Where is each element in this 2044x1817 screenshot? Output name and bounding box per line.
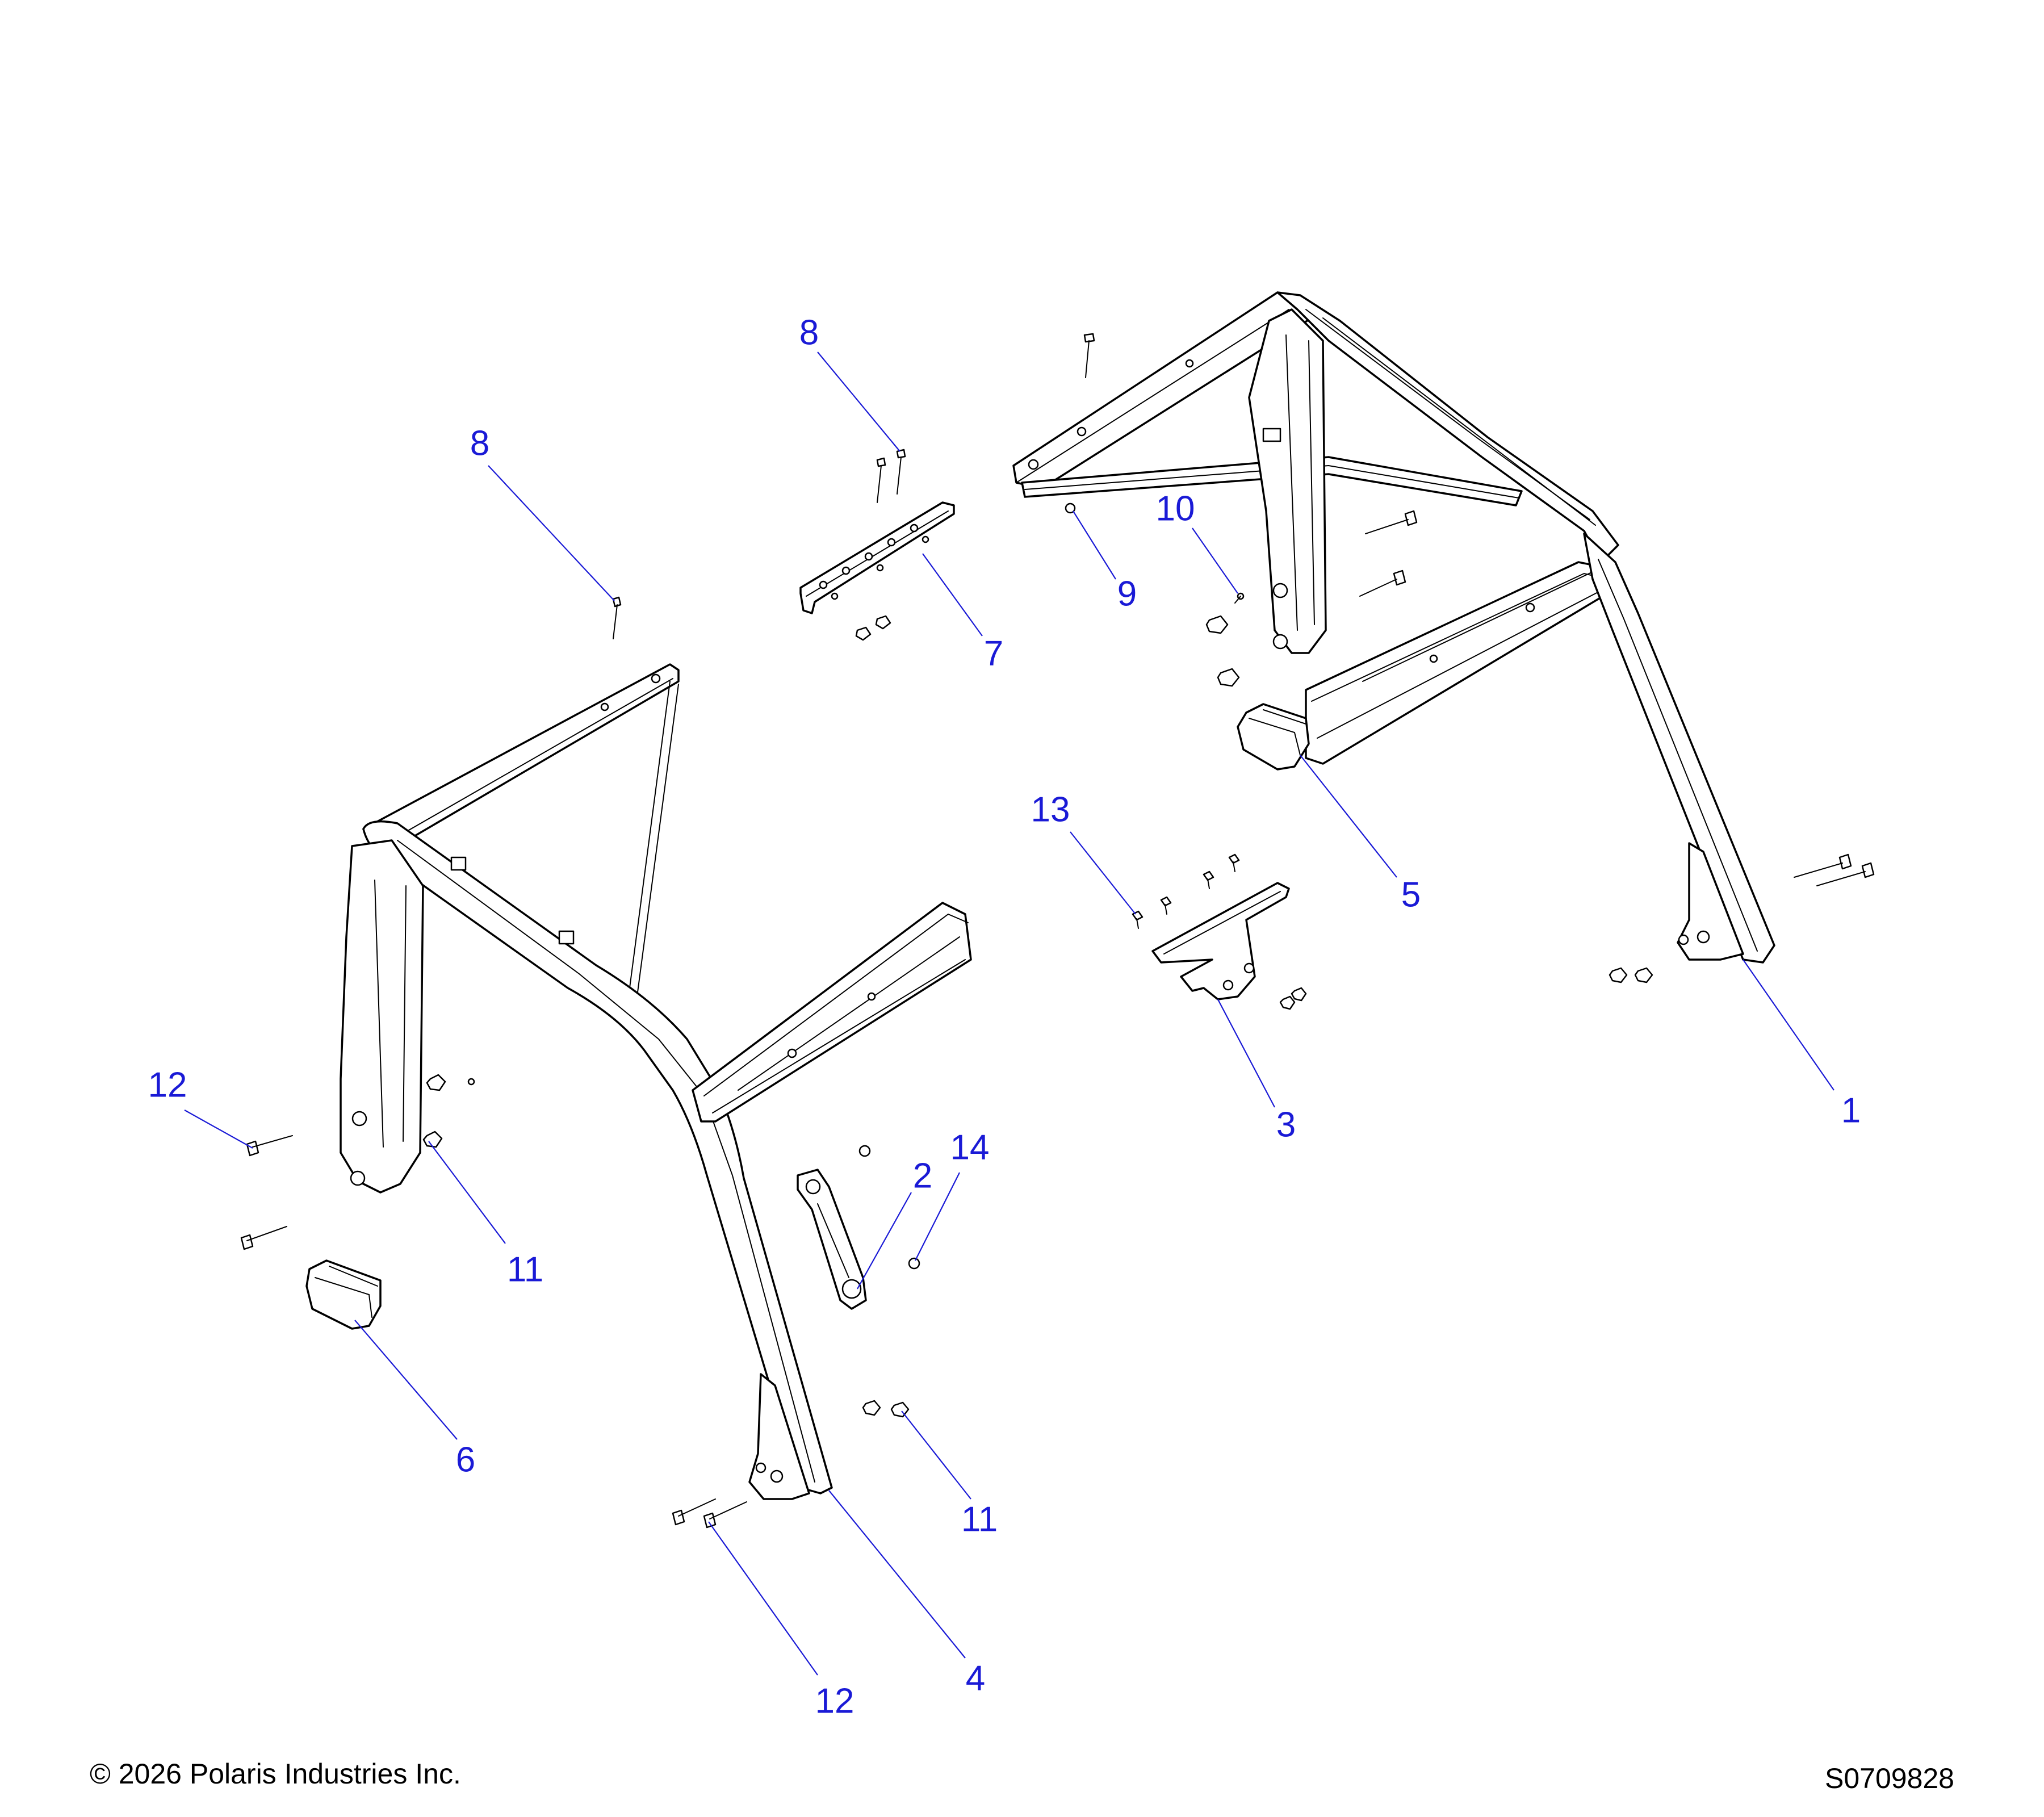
fasteners — [240, 333, 1875, 1529]
part-6-bracket-cup-left — [305, 1259, 382, 1330]
leader-9 — [1073, 510, 1116, 580]
callout-10: 10 — [1156, 489, 1195, 528]
part-7-mounting-plate — [799, 501, 955, 641]
callout-4: 4 — [966, 1659, 985, 1698]
callout-7: 7 — [984, 634, 1003, 673]
bolt-8-left — [612, 596, 622, 639]
bolt-left-lower — [240, 1226, 287, 1250]
nut-14 — [908, 1257, 920, 1270]
bolt-12-left-upper — [246, 1135, 293, 1157]
leader-4 — [828, 1490, 966, 1659]
part-4-left-cage-frame — [340, 663, 972, 1500]
leader-12a — [184, 1110, 253, 1149]
nut-left-a — [426, 1074, 446, 1091]
leader-6 — [354, 1320, 458, 1440]
leader-8a — [488, 465, 615, 601]
nuts-center-bracket — [1279, 987, 1307, 1010]
callout-11-left: 11 — [507, 1250, 543, 1289]
callout-1: 1 — [1841, 1091, 1861, 1130]
bolt-top-right — [1083, 333, 1095, 378]
leader-5 — [1300, 755, 1397, 878]
leader-8b — [817, 351, 900, 452]
bolts-12-left-foot — [672, 1498, 747, 1529]
screw-left — [467, 1078, 475, 1086]
leader-2 — [857, 1192, 912, 1290]
bolt-right-upper — [1365, 510, 1418, 534]
leader-1 — [1743, 959, 1834, 1091]
leader-14 — [915, 1172, 960, 1261]
leader-12b — [708, 1521, 818, 1676]
callout-12-lower: 12 — [815, 1681, 855, 1720]
leader-3 — [1217, 999, 1275, 1108]
bolt-right-lower — [1359, 570, 1406, 597]
leader-lines — [184, 351, 1834, 1676]
nut-right-foot-a — [1609, 967, 1628, 983]
bolt-8-top-pair — [876, 449, 906, 503]
part-1-right-cage-frame — [1012, 291, 1775, 964]
leader-11a — [428, 1141, 506, 1244]
leader-13 — [1070, 831, 1136, 915]
callout-11-lower: 11 — [961, 1500, 998, 1539]
callout-8-top: 8 — [799, 313, 819, 352]
part-2-strut-link — [797, 1169, 867, 1310]
callout-5: 5 — [1401, 875, 1421, 914]
nut-upper-14 — [858, 1145, 871, 1157]
screw-10 — [1234, 592, 1245, 604]
callout-14: 14 — [950, 1128, 990, 1167]
part-3-center-bracket — [1151, 882, 1290, 1000]
bolts-13 — [1132, 853, 1240, 929]
callout-8-left: 8 — [470, 424, 489, 463]
nut-9 — [1065, 503, 1076, 514]
drawing-number: S0709828 — [1824, 1762, 1954, 1794]
leader-11b — [901, 1410, 971, 1500]
callout-9: 9 — [1117, 574, 1137, 613]
callout-13: 13 — [1031, 790, 1070, 829]
leader-10 — [1192, 527, 1238, 594]
copyright-notice: © 2026 Polaris Industries Inc. — [90, 1758, 461, 1790]
callout-3: 3 — [1276, 1105, 1296, 1144]
nut-right-post-b — [1217, 668, 1240, 687]
callout-6: 6 — [456, 1440, 475, 1479]
callout-2: 2 — [913, 1156, 932, 1195]
bolts-right-foot — [1794, 853, 1875, 886]
nut-11-lower — [890, 1401, 910, 1418]
part-5-bracket-cup-right — [1237, 703, 1310, 771]
nut-left-foot-a — [862, 1400, 881, 1416]
nut-right-foot-b — [1634, 967, 1653, 983]
nut-left-b — [422, 1131, 443, 1148]
leader-7 — [922, 553, 983, 637]
callout-labels: 1 2 3 4 5 6 7 8 8 9 10 11 11 12 12 13 14 — [148, 313, 1861, 1720]
callout-12-left: 12 — [148, 1065, 187, 1104]
nut-right-post-a — [1205, 615, 1229, 634]
